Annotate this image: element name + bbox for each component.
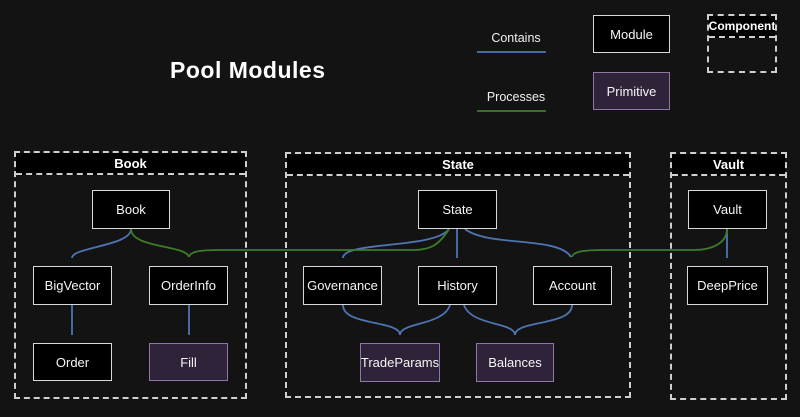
- container-state: State: [285, 152, 631, 398]
- node-balances: Balances: [476, 343, 554, 382]
- node-orderinfo: OrderInfo: [149, 266, 228, 305]
- legend-module-label: Module: [610, 26, 653, 42]
- node-bigvector: BigVector: [33, 266, 112, 305]
- legend-primitive-swatch: Primitive: [593, 72, 670, 110]
- legend-component-label: Component: [709, 16, 775, 38]
- container-vault-header: Vault: [672, 154, 785, 176]
- legend-component-swatch: Component: [707, 14, 777, 73]
- node-vault: Vault: [688, 190, 767, 229]
- container-book: Book: [14, 151, 247, 399]
- container-book-header: Book: [16, 153, 245, 175]
- legend-primitive-label: Primitive: [606, 83, 657, 99]
- container-vault: Vault: [670, 152, 787, 400]
- node-state: State: [418, 190, 497, 229]
- node-history: History: [418, 266, 497, 305]
- node-deepprice: DeepPrice: [687, 266, 768, 305]
- node-fill: Fill: [149, 343, 228, 381]
- node-governance: Governance: [303, 266, 382, 305]
- legend-contains-label: Contains: [491, 31, 541, 45]
- node-order: Order: [33, 343, 112, 381]
- node-account: Account: [533, 266, 612, 305]
- node-book: Book: [92, 190, 170, 229]
- container-state-header: State: [287, 154, 629, 176]
- diagram-title: Pool Modules: [170, 57, 326, 83]
- legend-processes-label: Processes: [486, 90, 546, 104]
- node-tradeparams: TradeParams: [360, 343, 440, 382]
- legend-module-swatch: Module: [593, 15, 670, 53]
